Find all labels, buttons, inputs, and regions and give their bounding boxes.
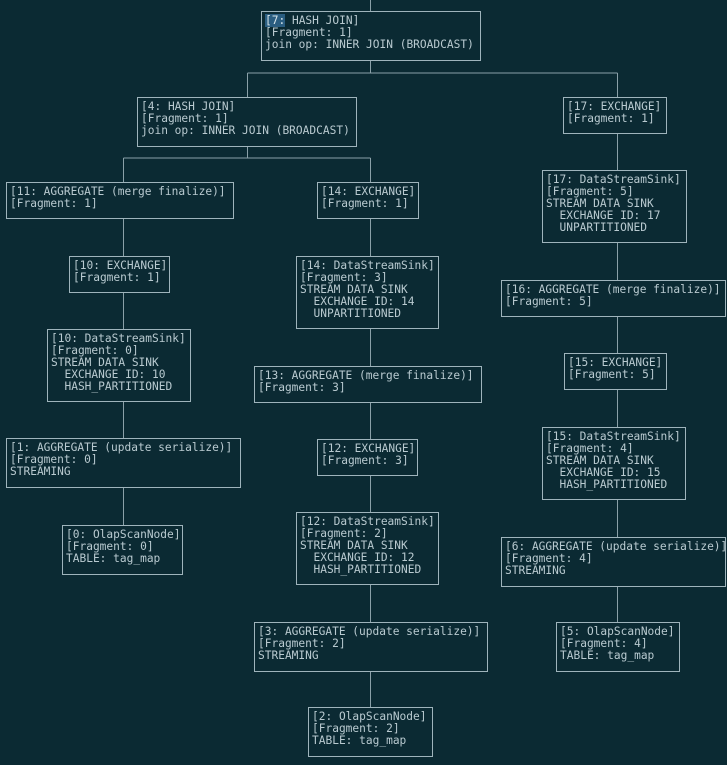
plan-node-12-exchange[interactable]: [12: EXCHANGE][Fragment: 3]	[317, 439, 418, 476]
plan-node-7-hash-join[interactable]: [7: HASH JOIN][Fragment: 1]join op: INNE…	[261, 11, 481, 61]
node-text-line: [11: AGGREGATE (merge finalize)]	[10, 185, 226, 198]
plan-node-15-datastreamsink[interactable]: [15: DataStreamSink][Fragment: 4]STREAM …	[542, 427, 686, 500]
node-text-line: STREAMING	[505, 564, 566, 577]
node-text-line: [12: DataStreamSink]	[300, 515, 435, 528]
node-text-line: HASH_PARTITIONED	[546, 478, 668, 491]
plan-node-10-datastreamsink[interactable]: [10: DataStreamSink][Fragment: 0]STREAM …	[47, 329, 191, 402]
node-text-line: STREAMING	[258, 649, 319, 662]
node-text-line: [Fragment: 2]	[258, 637, 346, 650]
node-text-line: join op: INNER JOIN (BROADCAST)	[141, 124, 350, 137]
node-text-line: [Fragment: 1]	[73, 271, 161, 284]
plan-node-13-aggregate[interactable]: [13: AGGREGATE (merge finalize)][Fragmen…	[254, 366, 482, 403]
node-text-line: [Fragment: 0]	[51, 344, 139, 357]
node-text-line: STREAM DATA SINK	[300, 539, 408, 552]
node-text-line: [Fragment: 4]	[505, 552, 593, 565]
node-text-line: [1: AGGREGATE (update serialize)]	[10, 441, 233, 454]
node-text-line: [17: DataStreamSink]	[546, 173, 681, 186]
node-text-line: [2: OlapScanNode]	[312, 710, 427, 723]
node-text-line: STREAM DATA SINK	[546, 454, 654, 467]
node-text-line: EXCHANGE ID: 10	[51, 368, 166, 381]
plan-node-11-aggregate[interactable]: [11: AGGREGATE (merge finalize)][Fragmen…	[6, 182, 234, 219]
node-text-line: [7: HASH JOIN]	[265, 14, 360, 27]
node-text-line: [14: DataStreamSink]	[300, 259, 435, 272]
node-text-line: [Fragment: 4]	[546, 442, 634, 455]
node-text-line: [Fragment: 1]	[265, 26, 353, 39]
node-text-line: STREAM DATA SINK	[546, 197, 654, 210]
node-text-line: [10: EXCHANGE]	[73, 259, 168, 272]
node-text-line: EXCHANGE ID: 12	[300, 551, 415, 564]
plan-node-15-exchange[interactable]: [15: EXCHANGE][Fragment: 5]	[564, 353, 667, 390]
plan-node-12-datastreamsink[interactable]: [12: DataStreamSink][Fragment: 2]STREAM …	[296, 512, 439, 585]
plan-node-6-aggregate[interactable]: [6: AGGREGATE (update serialize)][Fragme…	[501, 537, 727, 587]
node-text-line: EXCHANGE ID: 15	[546, 466, 661, 479]
node-text-line: [Fragment: 4]	[560, 637, 648, 650]
plan-node-2-olapscannode[interactable]: [2: OlapScanNode][Fragment: 2]TABLE: tag…	[308, 707, 433, 757]
node-text-line: [13: AGGREGATE (merge finalize)]	[258, 369, 474, 382]
node-text-line: [0: OlapScanNode]	[66, 528, 181, 541]
node-text-line: STREAMING	[10, 465, 71, 478]
node-text-line: TABLE: tag_map	[560, 649, 655, 662]
node-text-line: [Fragment: 0]	[10, 453, 98, 466]
node-text-line: UNPARTITIONED	[300, 307, 402, 320]
node-text-line: EXCHANGE ID: 14	[300, 295, 415, 308]
node-text-line: [3: AGGREGATE (update serialize)]	[258, 625, 481, 638]
node-text-line: EXCHANGE ID: 17	[546, 209, 661, 222]
node-text-line: [16: AGGREGATE (merge finalize)]	[505, 283, 721, 296]
plan-node-5-olapscannode[interactable]: [5: OlapScanNode][Fragment: 4]TABLE: tag…	[556, 622, 680, 672]
node-text-line: [17: EXCHANGE]	[567, 100, 662, 113]
node-text-line: [Fragment: 3]	[300, 271, 388, 284]
node-text-line: [12: EXCHANGE]	[321, 442, 416, 455]
plan-node-16-aggregate[interactable]: [16: AGGREGATE (merge finalize)][Fragmen…	[501, 280, 726, 317]
node-text-line: [4: HASH JOIN]	[141, 100, 236, 113]
node-text-line: TABLE: tag_map	[66, 552, 161, 565]
plan-node-17-exchange[interactable]: [17: EXCHANGE][Fragment: 1]	[563, 97, 667, 134]
node-text-line: [Fragment: 0]	[66, 540, 154, 553]
node-text-line: STREAM DATA SINK	[51, 356, 159, 369]
plan-node-1-aggregate[interactable]: [1: AGGREGATE (update serialize)][Fragme…	[6, 438, 241, 488]
node-text-line: join op: INNER JOIN (BROADCAST)	[265, 38, 474, 51]
node-text-line: [Fragment: 2]	[312, 722, 400, 735]
node-text-line: [Fragment: 2]	[300, 527, 388, 540]
plan-node-14-datastreamsink[interactable]: [14: DataStreamSink][Fragment: 3]STREAM …	[296, 256, 439, 329]
text-selection-highlight: [7:	[265, 14, 286, 27]
node-text-line: [10: DataStreamSink]	[51, 332, 186, 345]
node-text-line: [Fragment: 1]	[10, 197, 98, 210]
node-text-line: [6: AGGREGATE (update serialize)]	[505, 540, 727, 553]
node-text-line: HASH_PARTITIONED	[51, 380, 173, 393]
node-text-line: [Fragment: 1]	[141, 112, 229, 125]
node-text-line: [Fragment: 5]	[546, 185, 634, 198]
node-text-line: [Fragment: 3]	[321, 454, 409, 467]
node-text-line: TABLE: tag_map	[312, 734, 407, 747]
plan-node-3-aggregate[interactable]: [3: AGGREGATE (update serialize)][Fragme…	[254, 622, 488, 672]
node-text-line: [5: OlapScanNode]	[560, 625, 675, 638]
node-text-line: UNPARTITIONED	[546, 221, 648, 234]
node-text-line: [14: EXCHANGE]	[321, 185, 416, 198]
node-text-line: [Fragment: 3]	[258, 381, 346, 394]
plan-node-4-hash-join[interactable]: [4: HASH JOIN][Fragment: 1]join op: INNE…	[137, 97, 357, 147]
plan-node-17-datastreamsink[interactable]: [17: DataStreamSink][Fragment: 5]STREAM …	[542, 170, 687, 243]
node-text-line: STREAM DATA SINK	[300, 283, 408, 296]
plan-node-14-exchange[interactable]: [14: EXCHANGE][Fragment: 1]	[317, 182, 419, 219]
plan-node-0-olapscannode[interactable]: [0: OlapScanNode][Fragment: 0]TABLE: tag…	[62, 525, 183, 575]
node-text-line: [15: EXCHANGE]	[568, 356, 663, 369]
plan-node-10-exchange[interactable]: [10: EXCHANGE][Fragment: 1]	[69, 256, 170, 293]
node-text-line: HASH_PARTITIONED	[300, 563, 422, 576]
node-text-line: [Fragment: 5]	[568, 368, 656, 381]
node-text-line: [Fragment: 1]	[321, 197, 409, 210]
node-text-line: [15: DataStreamSink]	[546, 430, 681, 443]
node-text-line: [Fragment: 1]	[567, 112, 655, 125]
node-text-line: [Fragment: 5]	[505, 295, 593, 308]
